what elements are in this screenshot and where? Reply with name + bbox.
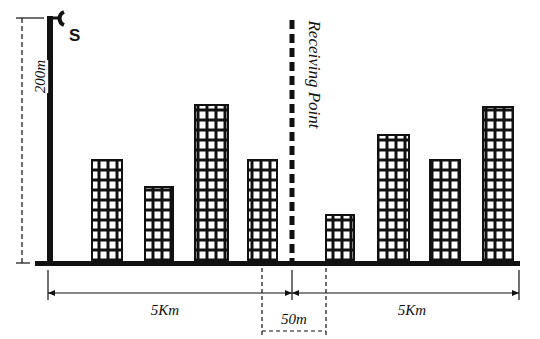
dimension-label: 5Km — [396, 303, 428, 318]
gap-dimension — [262, 268, 326, 335]
antenna-mast — [47, 16, 53, 263]
buildings — [92, 105, 513, 261]
ground — [35, 261, 520, 266]
building — [145, 187, 173, 261]
building — [92, 160, 122, 261]
antenna-arm — [53, 17, 60, 20]
dimension-label: 200m — [33, 60, 48, 93]
receiving-point-label: Receiving Point — [306, 20, 323, 128]
building — [378, 135, 409, 261]
building — [483, 107, 513, 261]
source-label: S — [69, 27, 80, 44]
height-dimension — [16, 18, 44, 263]
building — [248, 160, 277, 261]
building — [430, 160, 460, 261]
distance-dimensions — [48, 270, 519, 300]
dimension-label: 50m — [279, 312, 309, 327]
building — [195, 105, 228, 261]
antenna-symbol — [60, 12, 64, 25]
building — [326, 215, 354, 261]
dimension-label: 5Km — [149, 303, 181, 318]
receiving-point-line — [290, 20, 295, 263]
